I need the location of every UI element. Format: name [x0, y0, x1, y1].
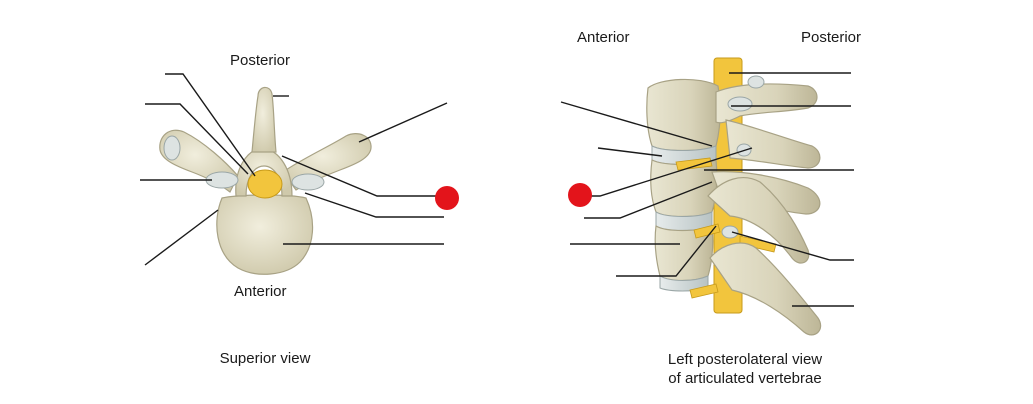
spinous-process-middle: [707, 177, 810, 264]
superior-articular-facet-right: [291, 173, 325, 191]
marker-dot-superior: [435, 186, 459, 210]
spinal-nerve-lower: [689, 283, 719, 299]
lateral-leader-lines: [560, 72, 854, 307]
vertebral-body: [216, 194, 314, 275]
superior-view-caption: Superior view: [219, 350, 311, 367]
transverse-costal-facet: [163, 135, 181, 161]
vertebral-body-upper: [646, 78, 721, 152]
lateral-view-caption-line1: Left posterolateral view: [667, 351, 823, 368]
marker-dot-lateral: [568, 183, 592, 207]
lateral-view-caption-line2: of articulated vertebrae: [668, 370, 822, 387]
lateral-posterior-label: Posterior: [801, 29, 862, 46]
superior-posterior-label: Posterior: [230, 52, 291, 69]
lateral-anterior-label: Anterior: [577, 29, 630, 46]
articulated-vertebrae: [646, 57, 822, 336]
spinous-process-lower: [709, 242, 822, 336]
spinous-process-upper: [725, 119, 821, 169]
spinous-process: [251, 86, 277, 153]
vertebral-arch: [235, 147, 293, 197]
superior-anterior-label: Anterior: [234, 283, 287, 300]
superior-vertebra: [159, 86, 372, 275]
articular-facet-4: [721, 225, 739, 239]
spinal-nerve-middle: [693, 223, 721, 239]
superior-leader-lines: [140, 73, 448, 266]
spinal-cord: [247, 169, 283, 199]
spinal-nerve-upper: [675, 157, 713, 171]
articular-facet-1: [727, 96, 753, 112]
articular-facet-2: [747, 75, 765, 89]
